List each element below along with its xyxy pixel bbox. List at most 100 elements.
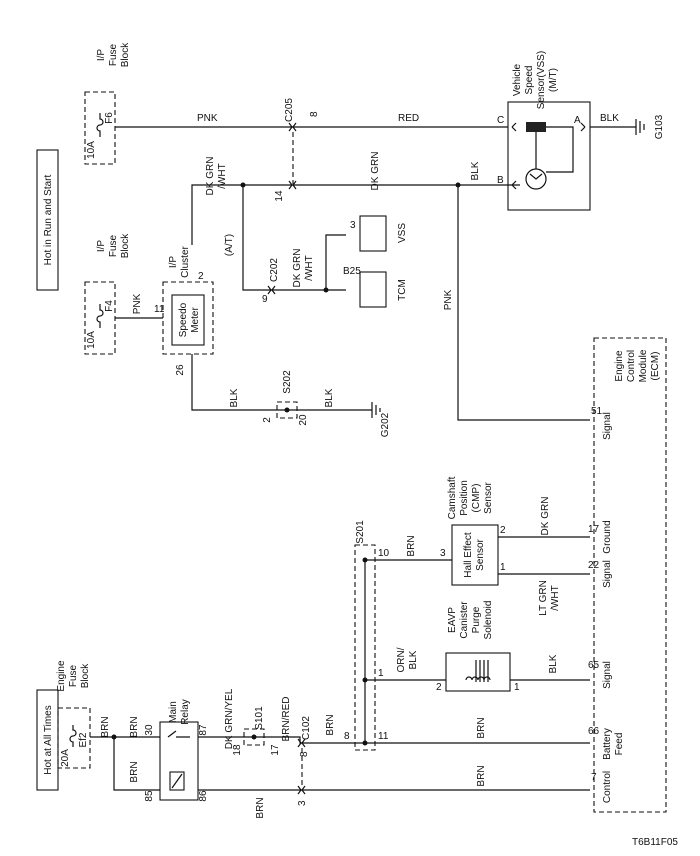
wire-label-dkgrnwht-1: DK GRN [205, 157, 216, 196]
ecm-label-1: Engine [614, 350, 625, 382]
cmp-pin-2: 2 [500, 525, 506, 536]
ecm-feed-label: Feed [614, 733, 625, 756]
ecm-pin-22: 22 [588, 560, 600, 571]
vss-sensor-label-4: (M/T) [548, 68, 559, 92]
vss-pin-c: C [497, 115, 504, 126]
f6-block-label-2: Fuse [108, 43, 119, 66]
f6-block-label-3: Block [120, 42, 131, 67]
ecm-control-7: Control [602, 771, 613, 803]
vss-box-label: VSS [397, 223, 408, 243]
wire-label-blk-g103: BLK [600, 113, 619, 124]
vss-sensor-magnet [526, 122, 546, 132]
wire-label-dkgrnyel: DK GRN/YEL [224, 688, 235, 749]
wire-label-pnk-top: PNK [197, 113, 218, 124]
cmp-label-3: (CMP) [471, 484, 482, 513]
ecm-label-3: Module [638, 349, 649, 382]
vss-sensor-internal [529, 126, 574, 180]
ecm-battery-label: Battery [602, 728, 613, 760]
f6-fuse-rating: 10A [86, 141, 97, 159]
ef2-block-label-2: Fuse [68, 664, 79, 687]
evap-pin-2: 2 [436, 682, 442, 693]
cmp-pin-1: 1 [500, 562, 506, 573]
g103-label: G103 [654, 114, 665, 139]
wire-dkgrn-cluster-to-sensor [191, 184, 520, 245]
s202-pin-20: 20 [298, 414, 309, 426]
g103-ground-symbol [635, 119, 645, 135]
evap-label-4: Solenoid [483, 601, 494, 640]
wire-label-dkgrnwht-3: DK GRN [292, 249, 303, 288]
hot-run-start-box [36, 149, 59, 291]
wire-label-dkgrn-cmp: DK GRN [540, 497, 551, 536]
evap-solenoid-box [445, 652, 511, 692]
f4-block-label-1: I/P [96, 240, 107, 253]
hall-label-1: Hall Effect [463, 532, 474, 578]
wire-label-dkgrnwht-4: /WHT [304, 255, 315, 281]
c102-label: C102 [301, 716, 312, 740]
cmp-label-4: Sensor [483, 481, 494, 513]
f4-fuse-symbol [96, 304, 104, 328]
c102-pin-8: 8 [299, 751, 310, 757]
s101-splice [251, 734, 257, 740]
relay-label-2: Relay [180, 699, 191, 725]
ef2-block-label-3: Block [80, 663, 91, 688]
c202-label: C202 [269, 258, 280, 282]
evap-coil [465, 676, 491, 681]
vss-pin-a: A [574, 115, 581, 126]
hot-all-times-label: Hot at All Times [43, 705, 54, 774]
relay-pin-85: 85 [144, 790, 155, 802]
wire-ef2-to-relay-85 [90, 736, 160, 791]
ecm-pin-66: 66 [588, 726, 600, 737]
vss-pin-b: B [497, 175, 504, 186]
s201-label: S201 [355, 520, 366, 544]
tcm-box-label: TCM [397, 279, 408, 301]
wire-label-pnk-f4: PNK [132, 293, 143, 314]
c205-connector-bottom [288, 180, 297, 190]
cmp-label-1: Camshaft [447, 476, 458, 519]
cluster-pin-26: 26 [175, 364, 186, 376]
relay-pin-86: 86 [198, 790, 209, 802]
ef2-fuse-block-outline [57, 707, 91, 769]
hall-label-2: Sensor [475, 538, 486, 570]
speedo-meter-box [171, 294, 205, 346]
wire-label-brn-86: BRN [255, 797, 266, 818]
ecm-outline [593, 337, 667, 813]
relay-pin-87: 87 [198, 724, 209, 736]
wire-label-brn-85: BRN [129, 761, 140, 782]
cmp-pin-3: 3 [440, 548, 446, 559]
wire-cluster-to-g202 [191, 354, 372, 411]
vss-component-box [359, 215, 387, 252]
hot-run-start-label: Hot in Run and Start [43, 174, 54, 265]
wire-label-blk-evap: BLK [548, 654, 559, 673]
wire-label-brn-30: BRN [129, 716, 140, 737]
cluster-outline [162, 281, 214, 355]
ecm-label-2: Control [626, 350, 637, 382]
vss-sensor-label-3: Sensor(VSS) [536, 51, 547, 109]
wire-label-brn-s201: BRN [325, 714, 336, 735]
f4-block-label-2: Fuse [108, 234, 119, 257]
vss-box-pin: 3 [350, 220, 356, 231]
wire-label-brn-cmp: BRN [406, 535, 417, 556]
c102-pin-3: 3 [297, 800, 308, 806]
wire-label-ornblk-2: BLK [408, 650, 419, 669]
f6-fuse-block-outline [84, 91, 116, 165]
relay-label-1: Main [168, 701, 179, 723]
f4-fuse-name: F4 [104, 300, 115, 312]
s101-pin-18: 18 [232, 744, 243, 756]
f4-block-label-3: Block [120, 233, 131, 258]
evap-label-2: Canister [459, 601, 470, 639]
ecm-pin-17: 17 [588, 524, 600, 535]
ecm-signal-51: Signal [602, 412, 613, 440]
s101-label: S101 [254, 706, 265, 730]
ecm-label-4: (ECM) [650, 352, 661, 381]
f6-fuse-name: F6 [104, 112, 115, 124]
evap-core [475, 660, 489, 682]
cluster-pin-2: 2 [198, 271, 204, 282]
speedo-label-1: Speedo [178, 302, 189, 337]
ecm-pin-7: 7 [591, 772, 597, 783]
s201-pin-1: 1 [378, 668, 384, 679]
g202-ground-symbol [371, 402, 381, 418]
s202-label: S202 [282, 370, 293, 394]
vss-pin-a-marker [580, 122, 586, 132]
ecm-pin-51: 51 [591, 406, 603, 417]
ef2-block-label-1: Engine [56, 660, 67, 692]
